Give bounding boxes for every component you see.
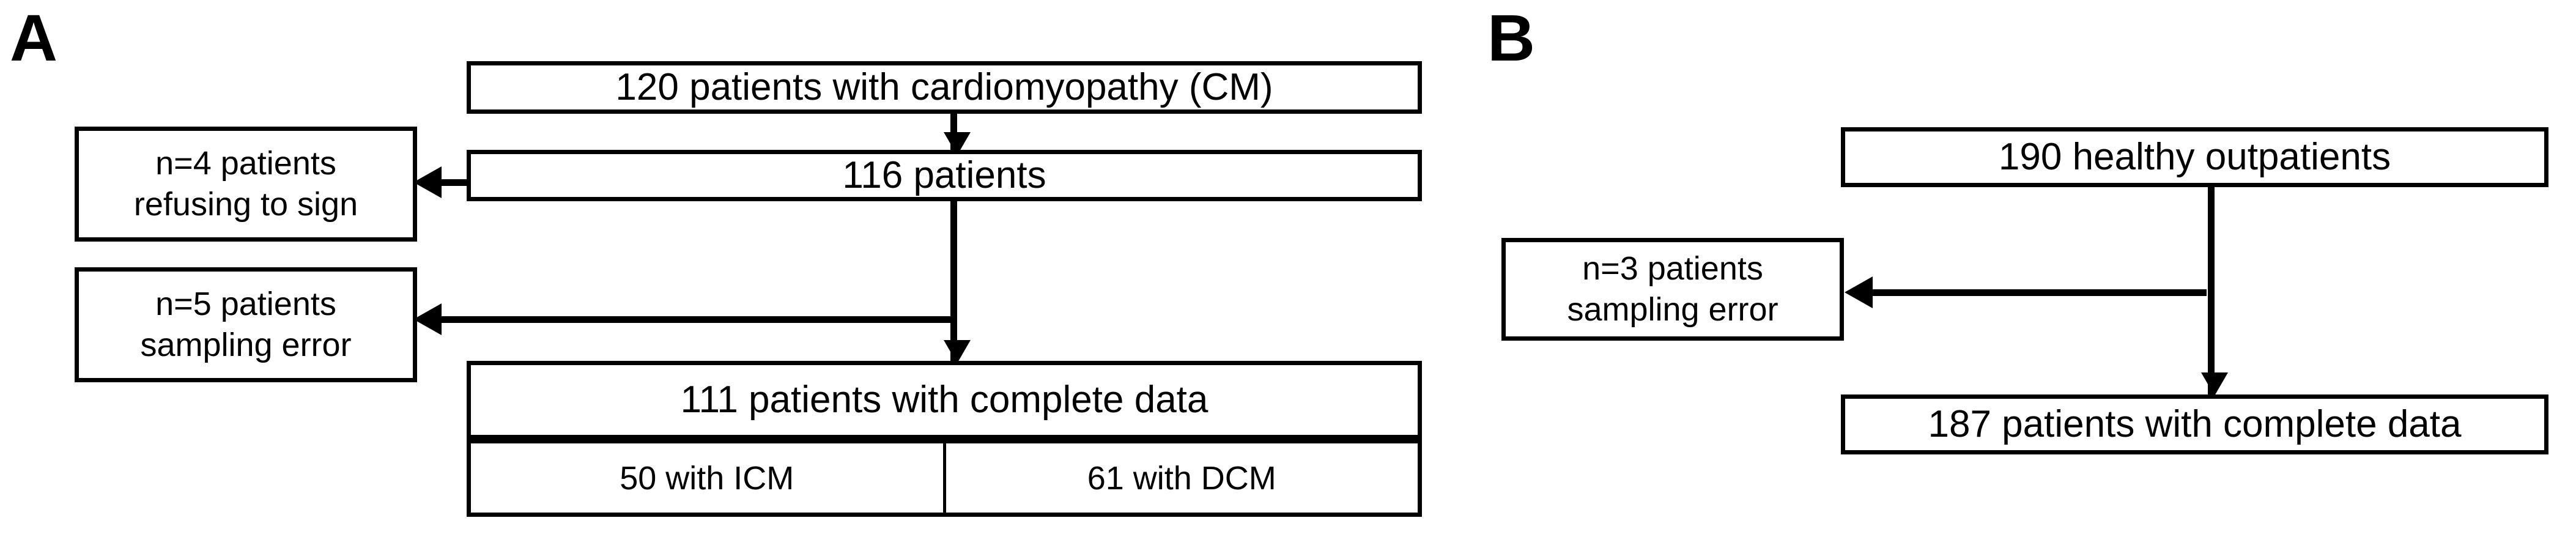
exclusion-box-sampling-a: n=5 patients sampling error bbox=[75, 267, 417, 382]
connector-b-1-arrowhead bbox=[2201, 372, 2228, 396]
exclusion-box-sampling-a-line1: n=5 patients bbox=[155, 286, 336, 323]
exclusion-arrow-a-1-head bbox=[413, 166, 442, 198]
subgroup-row: 50 with ICM 61 with DCM bbox=[467, 439, 1422, 517]
exclusion-box-refusing: n=4 patients refusing to sign bbox=[75, 127, 417, 242]
exclusion-box-sampling-b: n=3 patients sampling error bbox=[1501, 238, 1844, 341]
exclusion-box-sampling-a-line2: sampling error bbox=[140, 327, 352, 363]
node-hc-complete: 187 patients with complete data bbox=[1841, 394, 2548, 454]
node-cm-complete: 111 patients with complete data bbox=[467, 361, 1422, 439]
panel-label-b: B bbox=[1487, 1, 1535, 75]
node-hc-enrolled-label: 190 healthy outpatients bbox=[1998, 136, 2391, 179]
node-hc-enrolled: 190 healthy outpatients bbox=[1841, 127, 2548, 187]
panel-label-a: A bbox=[10, 1, 57, 75]
node-cm-consented: 116 patients bbox=[467, 150, 1422, 201]
node-cm-enrolled-label: 120 patients with cardiomyopathy (CM) bbox=[615, 66, 1273, 109]
node-cm-consented-label: 116 patients bbox=[842, 154, 1046, 197]
exclusion-box-refusing-line2: refusing to sign bbox=[133, 186, 358, 223]
subgroup-dcm-label: 61 with DCM bbox=[1087, 459, 1276, 497]
exclusion-arrow-a-2-head bbox=[413, 303, 442, 335]
subgroup-icm: 50 with ICM bbox=[471, 443, 946, 513]
exclusion-box-sampling-b-line1: n=3 patients bbox=[1582, 250, 1763, 287]
exclusion-box-refusing-line1: n=4 patients bbox=[155, 145, 336, 182]
node-hc-complete-label: 187 patients with complete data bbox=[1928, 403, 2462, 446]
node-cm-complete-label: 111 patients with complete data bbox=[680, 379, 1208, 421]
exclusion-box-sampling-b-line2: sampling error bbox=[1567, 291, 1778, 328]
connector-b-1-vertical bbox=[2208, 187, 2215, 398]
exclusion-arrow-a-2-line bbox=[440, 316, 954, 323]
subgroup-dcm: 61 with DCM bbox=[946, 443, 1418, 513]
exclusion-arrow-b-1-head bbox=[1845, 276, 1873, 308]
connector-a-2-vertical bbox=[950, 197, 957, 366]
exclusion-arrow-b-1-line bbox=[1871, 289, 2207, 296]
connector-a-2-arrowhead bbox=[944, 340, 971, 363]
subgroup-icm-label: 50 with ICM bbox=[620, 459, 794, 497]
node-cm-enrolled: 120 patients with cardiomyopathy (CM) bbox=[467, 61, 1422, 114]
